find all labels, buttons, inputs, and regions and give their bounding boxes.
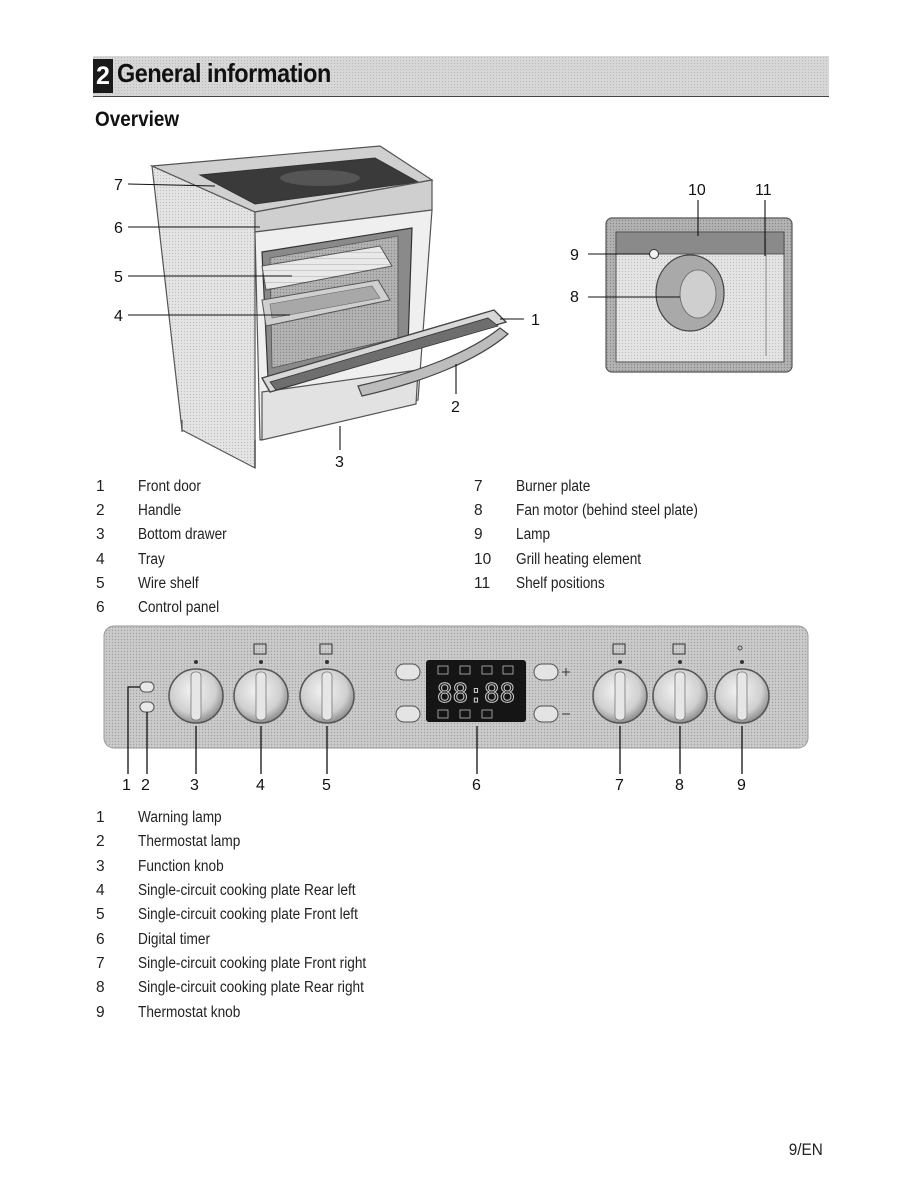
cavity-illustration xyxy=(605,217,793,373)
plus-button xyxy=(533,663,559,681)
oven-callouts xyxy=(127,183,524,450)
callout-label: 5 xyxy=(322,777,331,794)
page-number: 9/EN xyxy=(788,1140,823,1159)
minus-button xyxy=(533,705,559,723)
callout-label: 6 xyxy=(472,777,481,794)
callout-label: 2 xyxy=(451,399,460,416)
timer-duration-button xyxy=(395,705,421,723)
display-icons xyxy=(437,665,514,719)
plate-rear-right-icon xyxy=(672,643,686,655)
callout-label: 10 xyxy=(688,182,706,199)
callout-label: 4 xyxy=(114,308,123,325)
panel-callouts xyxy=(127,686,743,774)
digital-timer-display xyxy=(426,660,526,722)
oven-body xyxy=(149,145,509,469)
control-panel-illustration: 88:88 1 2 3 4 5 6 xyxy=(103,625,809,794)
oven-illustration: 7 6 5 4 1 2 3 9 8 10 11 xyxy=(114,145,793,471)
callout-label: 11 xyxy=(755,182,772,199)
callout-label: 9 xyxy=(737,777,746,794)
plate-front-left-icon xyxy=(319,643,333,655)
rear-left-plate-knob[interactable] xyxy=(233,643,289,724)
callout-label: 4 xyxy=(256,777,265,794)
callout-label: 6 xyxy=(114,220,123,237)
rear-right-plate-knob[interactable] xyxy=(652,643,708,724)
temperature-icon xyxy=(737,645,743,651)
display-digits: 88:88 xyxy=(437,679,515,709)
function-knob[interactable] xyxy=(168,660,224,724)
callout-label: 2 xyxy=(141,777,150,794)
chapter-header: 2 General information xyxy=(93,56,829,97)
callout-label: 7 xyxy=(114,177,123,194)
callout-label: 3 xyxy=(190,777,199,794)
chapter-number: 2 xyxy=(93,59,113,93)
callout-label: 8 xyxy=(570,289,579,306)
callout-label: 8 xyxy=(675,777,684,794)
callout-label: 3 xyxy=(335,454,344,471)
chapter-title: General information xyxy=(117,58,331,88)
thermostat-knob[interactable] xyxy=(714,645,770,724)
front-left-plate-knob[interactable] xyxy=(299,643,355,724)
plate-rear-left-icon xyxy=(253,643,267,655)
panel-callout-labels: 1 2 3 4 5 6 7 8 9 xyxy=(122,777,746,794)
callout-label: 1 xyxy=(122,777,131,794)
callout-label: 5 xyxy=(114,269,123,286)
callout-label: 7 xyxy=(615,777,624,794)
section-title: Overview xyxy=(95,108,180,131)
callout-label: 9 xyxy=(570,247,579,264)
timer-clock-button xyxy=(395,663,421,681)
front-right-plate-knob[interactable] xyxy=(592,643,648,724)
oven-callout-labels: 7 6 5 4 1 2 3 xyxy=(114,177,540,471)
cavity-callout-labels: 9 8 10 11 xyxy=(570,182,772,306)
warning-lamp-icon xyxy=(139,681,155,693)
plate-front-right-icon xyxy=(612,643,626,655)
cavity-callouts xyxy=(588,200,766,298)
callout-label: 1 xyxy=(531,312,540,329)
thermostat-lamp-icon xyxy=(139,701,155,713)
